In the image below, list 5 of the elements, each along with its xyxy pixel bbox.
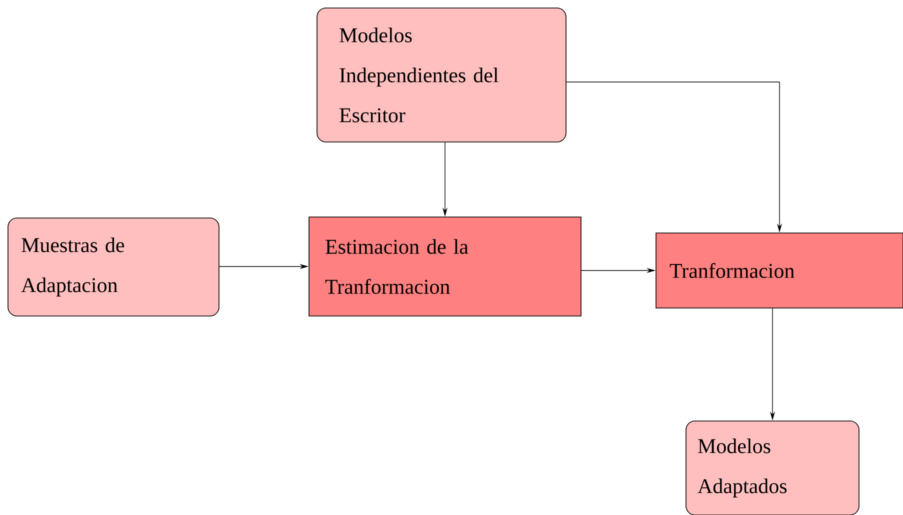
rounded-box: Modelos Adaptados [686,420,860,515]
process-box: Tranformacion [656,232,903,308]
rounded-box: Modelos Independientes del Escritor [316,8,566,142]
process-box: Estimacion de la Tranformacion [308,216,582,316]
rounded-box: Muestras de Adaptacion [8,218,220,316]
